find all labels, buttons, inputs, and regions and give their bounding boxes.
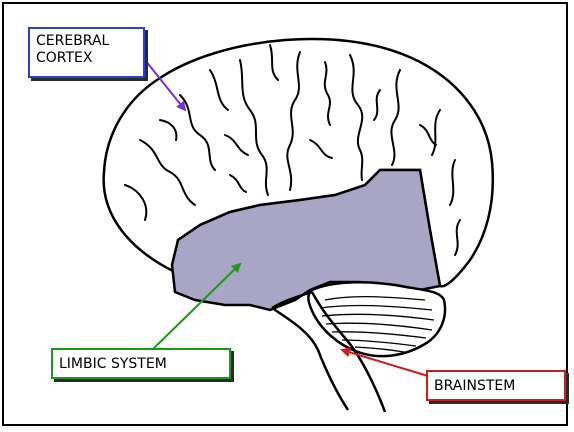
limbic-system-label-text: LIMBIC SYSTEM [59, 356, 167, 372]
cerebral-cortex-label-line1: CEREBRAL [36, 33, 137, 50]
limbic-system-label: LIMBIC SYSTEM [51, 348, 231, 379]
brainstem-label-text: BRAINSTEM [434, 378, 515, 394]
cerebral-cortex-label-line2: CORTEX [36, 50, 137, 67]
brainstem-label: BRAINSTEM [426, 370, 566, 401]
cerebral-cortex-label: CEREBRAL CORTEX [28, 27, 145, 78]
